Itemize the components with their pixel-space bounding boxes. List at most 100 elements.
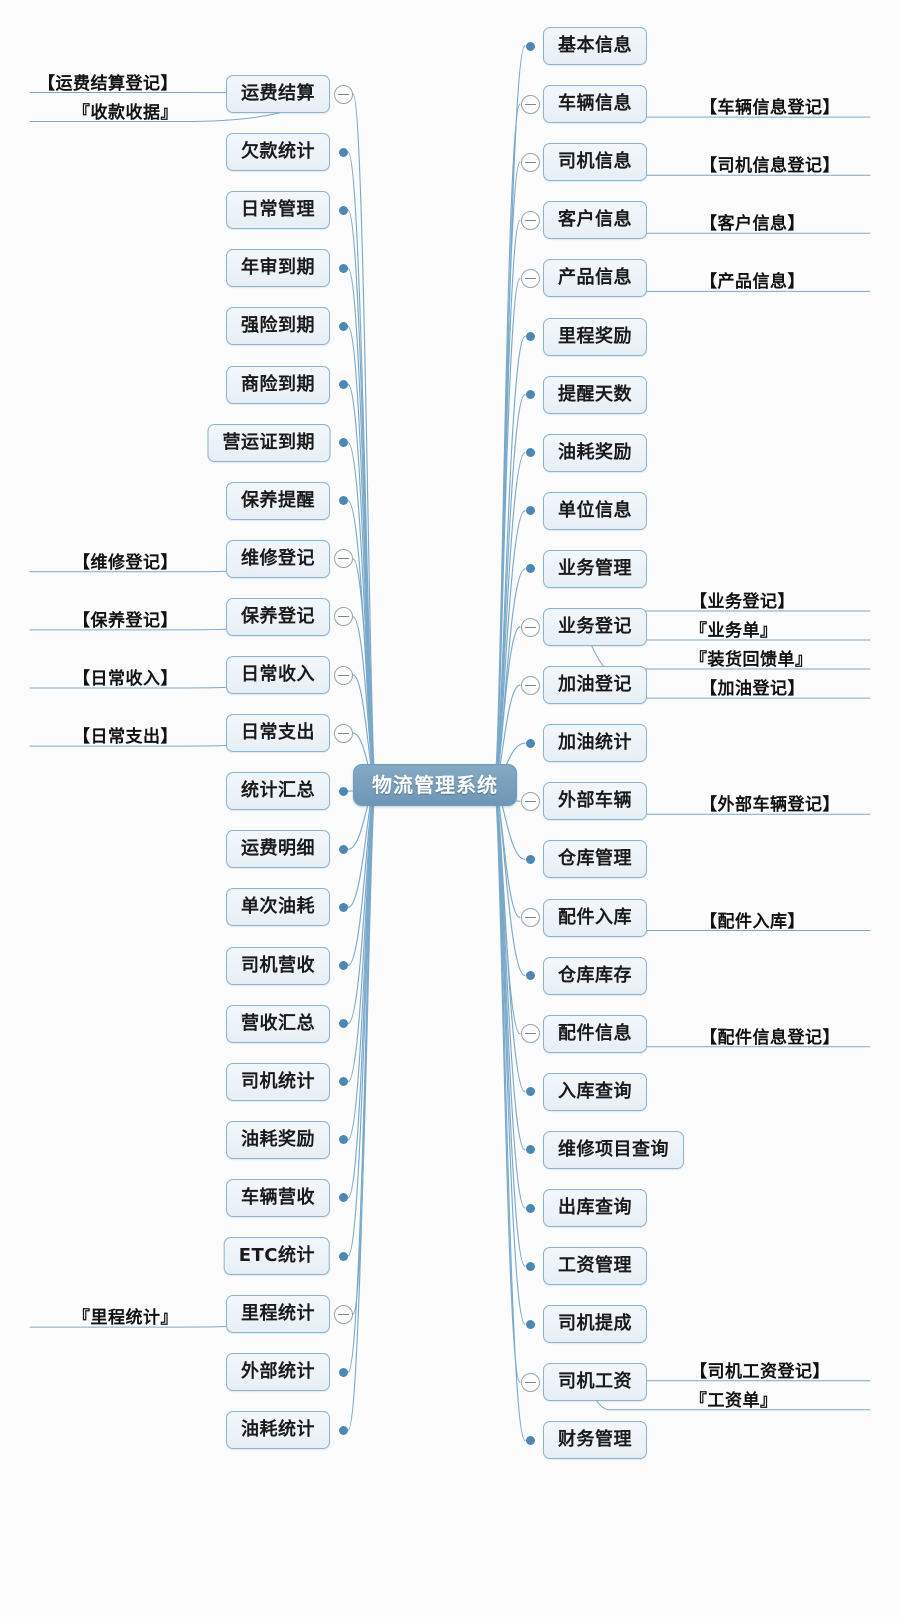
branch-node-right-1[interactable]: 车辆信息 xyxy=(543,85,647,124)
branch-node-left-14[interactable]: 单次油耗 xyxy=(226,888,330,927)
branch-dot-icon xyxy=(525,1261,535,1271)
branch-node-left-1[interactable]: 欠款统计 xyxy=(226,133,330,172)
branch-node-right-14[interactable]: 仓库管理 xyxy=(543,840,647,879)
branch-dot-icon xyxy=(525,390,535,400)
branch-node-right-23[interactable]: 司机工资 xyxy=(543,1363,647,1402)
branch-node-right-21[interactable]: 工资管理 xyxy=(543,1247,647,1286)
branch-node-right-12[interactable]: 加油统计 xyxy=(543,724,647,763)
branch-node-right-15[interactable]: 配件入库 xyxy=(543,898,647,937)
branch-dot-icon xyxy=(338,380,348,389)
branch-node-left-23[interactable]: 油耗统计 xyxy=(226,1411,330,1450)
collapse-minus-icon[interactable] xyxy=(520,152,540,172)
collapse-minus-icon[interactable] xyxy=(333,84,353,104)
leaf-label-right-1-0[interactable]: 【车辆信息登记】 xyxy=(700,98,840,119)
leaf-label-right-10-1[interactable]: 『业务单』 xyxy=(690,621,778,641)
leaf-label-left-0-1[interactable]: 『收款收据』 xyxy=(73,102,178,123)
leaf-label-left-10-0[interactable]: 【日常收入】 xyxy=(73,669,178,689)
leaf-label-right-10-2[interactable]: 『装货回馈单』 xyxy=(690,650,813,670)
branch-node-left-17[interactable]: 司机统计 xyxy=(226,1062,330,1101)
branch-node-right-8[interactable]: 单位信息 xyxy=(543,491,647,530)
collapse-minus-icon[interactable] xyxy=(333,665,353,685)
leaf-label-right-15-0[interactable]: 【配件入库】 xyxy=(700,911,805,932)
collapse-minus-icon[interactable] xyxy=(333,607,353,627)
collapse-minus-icon[interactable] xyxy=(333,549,353,569)
collapse-minus-icon[interactable] xyxy=(520,908,540,927)
branch-node-right-7[interactable]: 油耗奖励 xyxy=(543,433,647,472)
branch-node-right-11[interactable]: 加油登记 xyxy=(543,666,647,705)
branch-node-right-5[interactable]: 里程奖励 xyxy=(543,317,647,356)
branch-node-left-5[interactable]: 商险到期 xyxy=(226,365,330,404)
branch-node-left-2[interactable]: 日常管理 xyxy=(226,191,330,230)
leaf-label-right-23-1[interactable]: 『工资单』 xyxy=(690,1390,778,1411)
branch-node-right-24[interactable]: 财务管理 xyxy=(543,1421,647,1460)
leaf-label-right-17-0[interactable]: 【配件信息登记】 xyxy=(700,1027,840,1048)
leaf-label-left-21-0[interactable]: 『里程统计』 xyxy=(73,1308,178,1329)
collapse-minus-icon[interactable] xyxy=(520,675,540,695)
branch-node-left-22[interactable]: 外部统计 xyxy=(226,1353,330,1392)
branch-node-left-0[interactable]: 运费结算 xyxy=(226,75,330,113)
leaf-label-left-8-0[interactable]: 【维修登记】 xyxy=(73,552,178,573)
branch-node-left-13[interactable]: 运费明细 xyxy=(226,830,330,869)
branch-node-left-3[interactable]: 年审到期 xyxy=(226,249,330,288)
branch-dot-icon xyxy=(525,854,535,864)
branch-dot-icon xyxy=(338,1019,348,1029)
branch-dot-icon xyxy=(525,971,535,981)
collapse-minus-icon[interactable] xyxy=(520,1024,540,1044)
branch-node-left-4[interactable]: 强险到期 xyxy=(226,307,330,346)
branch-node-left-20[interactable]: ETC统计 xyxy=(223,1237,330,1275)
collapse-minus-icon[interactable] xyxy=(520,617,540,637)
branch-node-right-19[interactable]: 维修项目查询 xyxy=(543,1130,684,1169)
leaf-label-right-4-0[interactable]: 【产品信息】 xyxy=(700,272,805,293)
branch-dot-icon xyxy=(338,1077,348,1087)
branch-node-right-13[interactable]: 外部车辆 xyxy=(543,782,647,821)
branch-node-left-21[interactable]: 里程统计 xyxy=(226,1295,330,1334)
branch-node-left-6[interactable]: 营运证到期 xyxy=(207,423,330,462)
branch-node-right-20[interactable]: 出库查询 xyxy=(543,1189,647,1227)
branch-dot-icon xyxy=(525,332,535,341)
branch-node-left-18[interactable]: 油耗奖励 xyxy=(226,1120,330,1159)
leaf-label-right-11-0[interactable]: 【加油登记】 xyxy=(700,679,805,700)
branch-node-left-16[interactable]: 营收汇总 xyxy=(226,1004,330,1043)
branch-dot-icon xyxy=(338,786,348,796)
branch-node-right-6[interactable]: 提醒天数 xyxy=(543,375,647,414)
branch-node-left-19[interactable]: 车辆营收 xyxy=(226,1178,330,1217)
leaf-label-left-11-0[interactable]: 【日常支出】 xyxy=(73,727,178,748)
branch-node-left-9[interactable]: 保养登记 xyxy=(226,597,330,636)
collapse-minus-icon[interactable] xyxy=(520,791,540,811)
leaf-label-right-10-0[interactable]: 【业务登记】 xyxy=(690,592,795,612)
branch-node-right-4[interactable]: 产品信息 xyxy=(543,259,647,298)
branch-node-right-16[interactable]: 仓库库存 xyxy=(543,956,647,995)
collapse-minus-icon[interactable] xyxy=(520,1372,540,1392)
branch-node-left-11[interactable]: 日常支出 xyxy=(226,714,330,753)
leaf-label-left-9-0[interactable]: 【保养登记】 xyxy=(73,610,178,631)
branch-node-right-22[interactable]: 司机提成 xyxy=(543,1305,647,1344)
branch-node-left-15[interactable]: 司机营收 xyxy=(226,946,330,985)
branch-node-right-9[interactable]: 业务管理 xyxy=(543,549,647,588)
branch-node-right-2[interactable]: 司机信息 xyxy=(543,143,647,182)
branch-node-left-7[interactable]: 保养提醒 xyxy=(226,481,330,520)
leaf-label-right-23-0[interactable]: 【司机工资登记】 xyxy=(690,1361,830,1382)
leaf-label-right-3-0[interactable]: 【客户信息】 xyxy=(700,214,805,235)
collapse-minus-icon[interactable] xyxy=(333,723,353,743)
branch-dot-icon xyxy=(525,1435,535,1445)
branch-dot-icon xyxy=(338,438,348,448)
branch-node-left-10[interactable]: 日常收入 xyxy=(226,656,330,694)
leaf-label-right-13-0[interactable]: 【外部车辆登记】 xyxy=(700,795,840,816)
branch-dot-icon xyxy=(525,506,535,516)
branch-node-right-0[interactable]: 基本信息 xyxy=(543,27,647,65)
collapse-minus-icon[interactable] xyxy=(333,1304,353,1324)
root-node[interactable]: 物流管理系统 xyxy=(353,764,517,806)
collapse-minus-icon[interactable] xyxy=(520,268,540,288)
branch-node-left-12[interactable]: 统计汇总 xyxy=(226,772,330,811)
leaf-label-right-2-0[interactable]: 【司机信息登记】 xyxy=(700,156,840,177)
branch-node-left-8[interactable]: 维修登记 xyxy=(226,539,330,578)
branch-node-right-17[interactable]: 配件信息 xyxy=(543,1014,647,1053)
branch-node-right-18[interactable]: 入库查询 xyxy=(543,1072,647,1111)
branch-node-right-10[interactable]: 业务登记 xyxy=(543,608,647,646)
collapse-minus-icon[interactable] xyxy=(520,94,540,114)
collapse-minus-icon[interactable] xyxy=(520,210,540,230)
branch-node-right-3[interactable]: 客户信息 xyxy=(543,201,647,240)
branch-dot-icon xyxy=(338,961,348,970)
leaf-label-left-0-0[interactable]: 【运费结算登记】 xyxy=(38,73,178,94)
